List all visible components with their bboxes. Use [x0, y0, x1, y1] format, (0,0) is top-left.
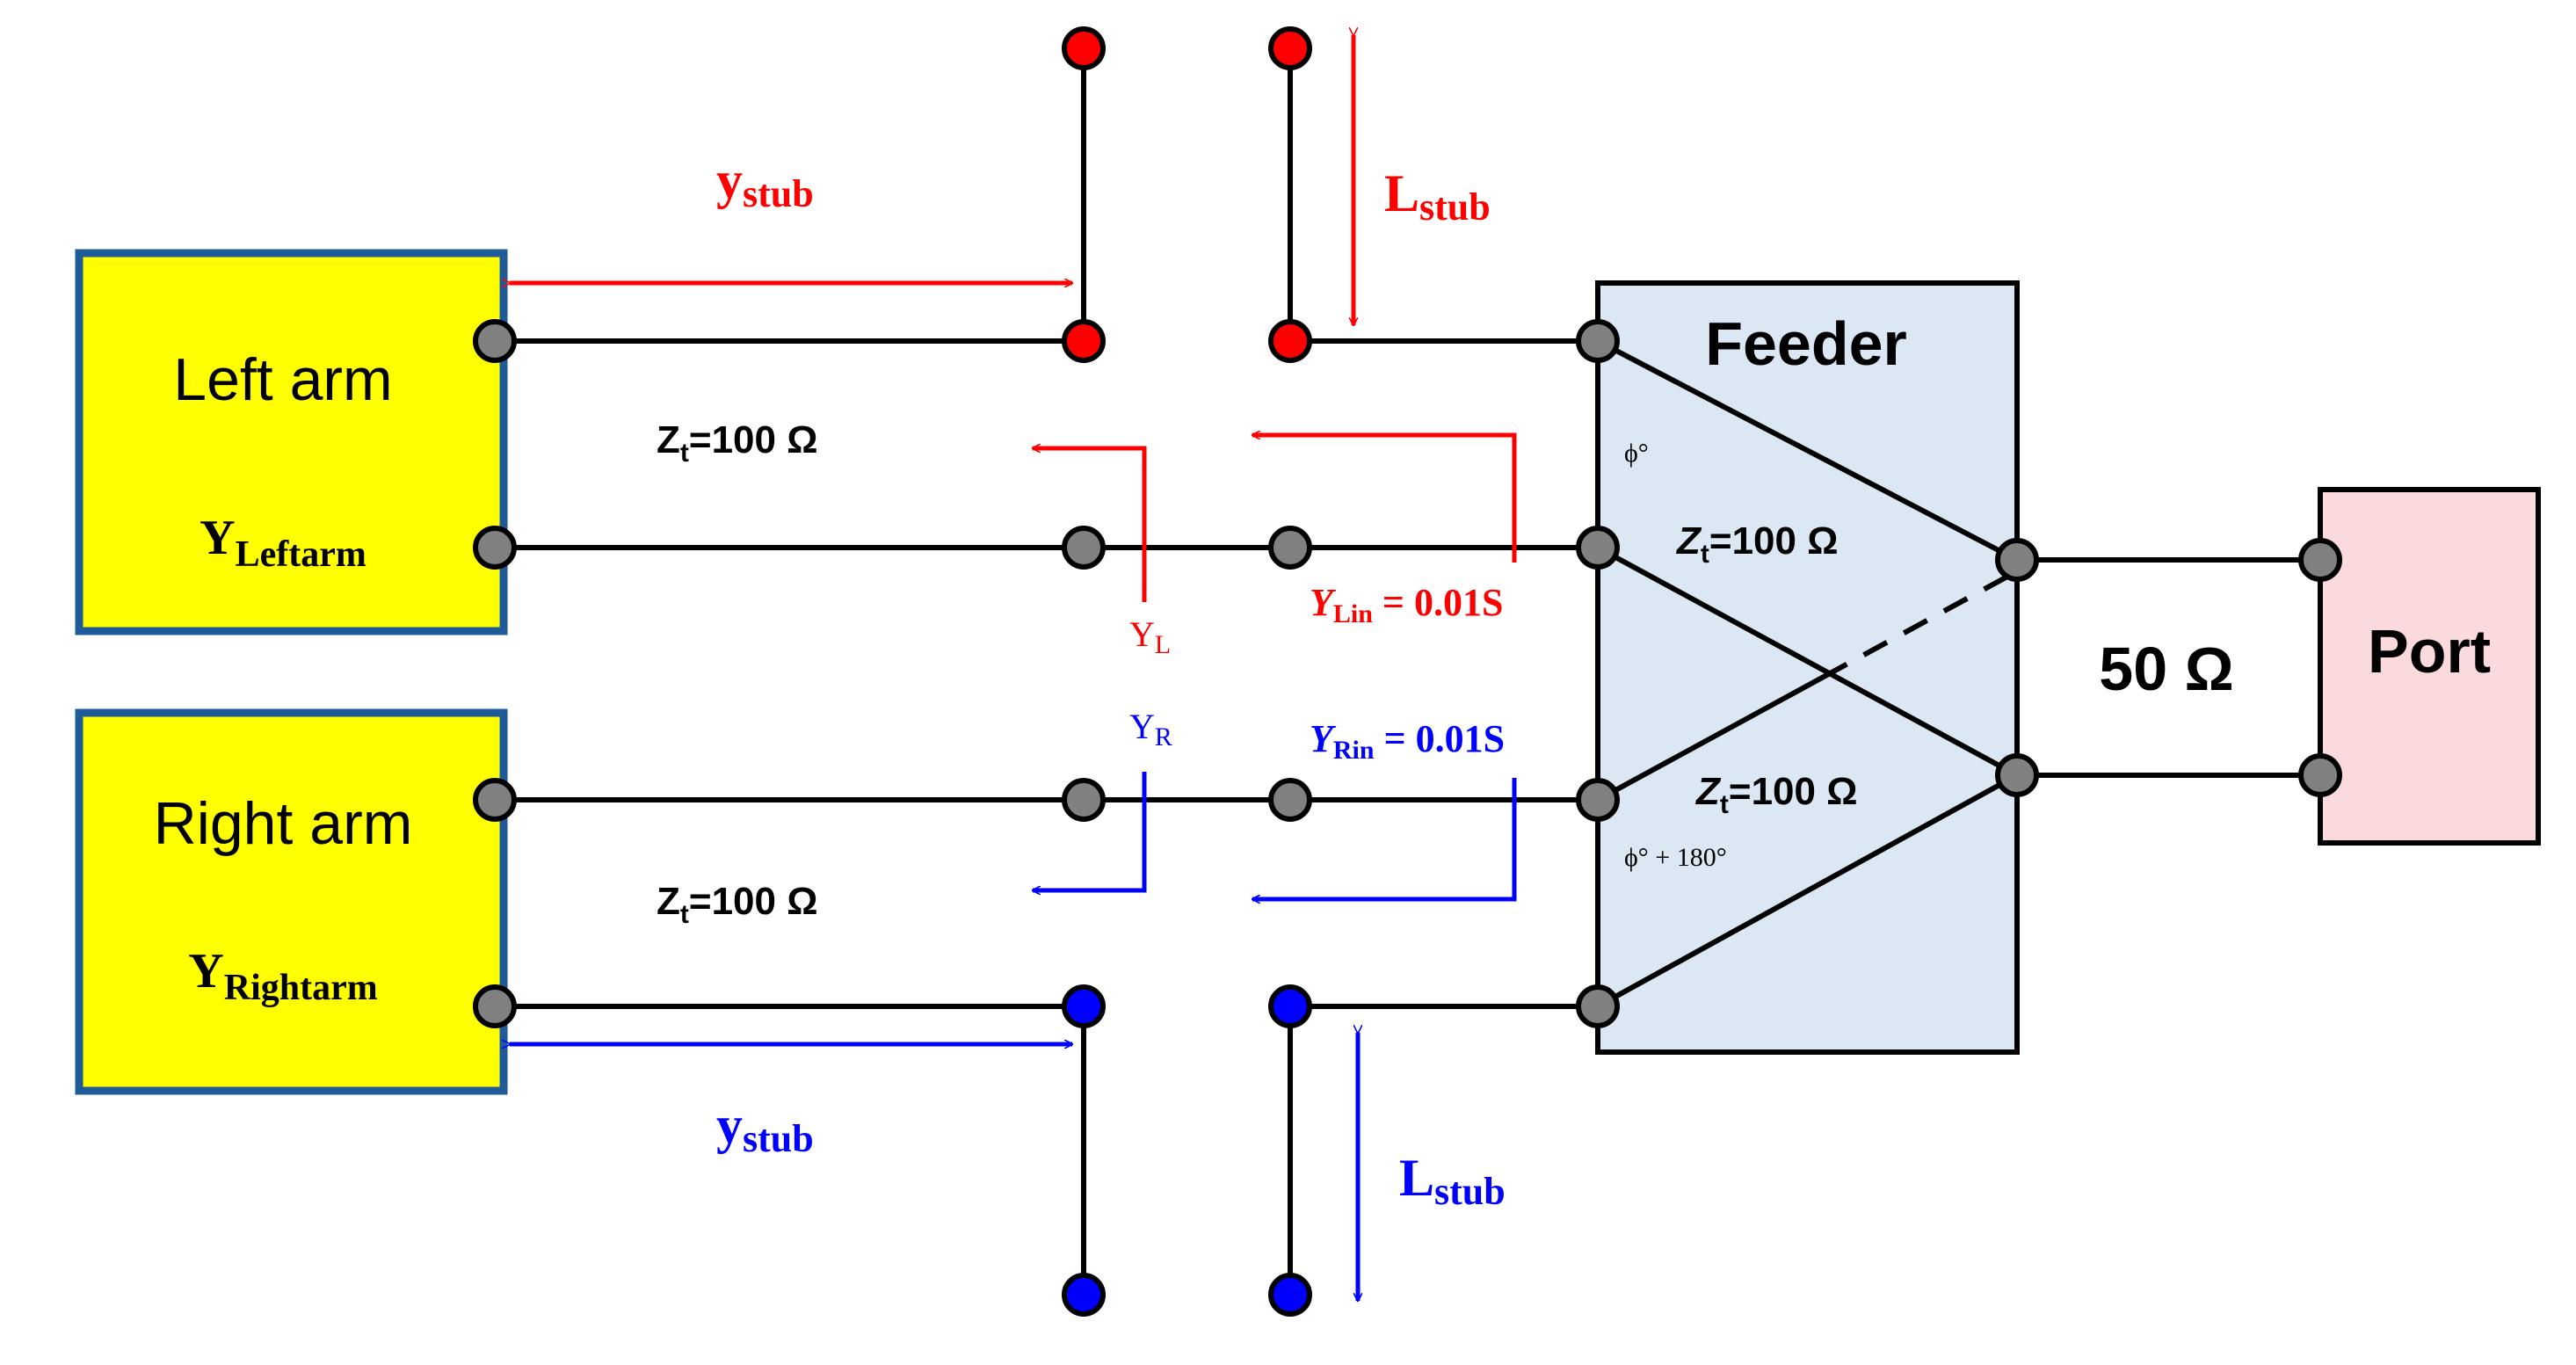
feeder-line-top-diagonal — [1596, 338, 2019, 563]
node-stub-bottom-right-end — [1268, 1273, 1312, 1317]
node-port-bottom — [2298, 753, 2342, 797]
left-arm-admittance-main: Y — [200, 511, 235, 565]
upper-line-impedance: Zt=100 Ω — [657, 418, 818, 468]
node-feeder-in-2 — [1576, 526, 1620, 570]
node-feeder-out-top — [1995, 538, 2039, 582]
lstub-bottom-label: Lstub — [1399, 1149, 1506, 1213]
ylin-label: YLin = 0.01S — [1310, 581, 1503, 628]
yr-label: YR — [1129, 707, 1172, 751]
left-arm-admittance: YLeftarm — [200, 511, 366, 575]
ylin-arrow — [1252, 435, 1517, 563]
node-stub-top-left-base — [1062, 319, 1106, 363]
feeder-box — [1595, 280, 2020, 1055]
right-arm-admittance-sub: Rightarm — [224, 968, 378, 1008]
right-arm-admittance: YRightarm — [188, 944, 377, 1008]
feeder-title: Feeder — [1705, 309, 1907, 378]
left-arm-admittance-sub: Leftarm — [236, 534, 366, 575]
node-left-arm-bottom — [473, 526, 517, 570]
yrin-label: YRin = 0.01S — [1310, 717, 1505, 765]
node-lower-mid-right — [1268, 778, 1312, 822]
right-arm-admittance-main: Y — [188, 944, 223, 998]
node-stub-top-right-end — [1268, 26, 1312, 70]
node-right-arm-bottom — [473, 984, 517, 1028]
feeder-bottom-impedance: Zt=100 Ω — [1694, 770, 1858, 819]
node-lower-mid-left — [1062, 778, 1106, 822]
node-feeder-out-bottom — [1995, 753, 2039, 797]
node-stub-top-right-base — [1268, 319, 1312, 363]
nodes — [473, 26, 2342, 1317]
lstub-top-label: Lstub — [1384, 164, 1491, 229]
feeder-line-bottom-diagonal — [1596, 773, 2019, 1009]
right-arm-box — [75, 708, 508, 1095]
node-stub-top-left-end — [1062, 26, 1106, 70]
feeder-line-lower-cross-dashed — [1822, 569, 2019, 679]
node-port-top — [2298, 538, 2342, 582]
port-title: Port — [2368, 617, 2491, 686]
node-feeder-in-1 — [1576, 319, 1620, 363]
feeder-line-upper-cross — [1596, 545, 2019, 778]
lower-line-impedance: Zt=100 Ω — [657, 880, 818, 929]
port-box — [2318, 487, 2541, 846]
feeder-phase-bottom: ϕ° + 180° — [1624, 843, 1727, 872]
left-arm-title: Left arm — [173, 346, 392, 413]
yl-label: YL — [1129, 614, 1171, 659]
node-stub-bottom-left-end — [1062, 1273, 1106, 1317]
ystub-top-label: ystub — [716, 151, 814, 215]
node-stub-bottom-right-base — [1268, 984, 1312, 1028]
ystub-bottom-label: ystub — [716, 1096, 814, 1160]
node-feeder-in-4 — [1576, 984, 1620, 1028]
wires — [495, 48, 2320, 1295]
node-upper-mid-right — [1268, 526, 1312, 570]
left-arm-box — [75, 249, 508, 635]
node-upper-mid-left — [1062, 526, 1106, 570]
top-annotation-arrows — [510, 35, 1517, 602]
feeder-top-impedance: Zt=100 Ω — [1675, 519, 1839, 569]
node-feeder-in-3 — [1576, 778, 1620, 822]
feeder-line-lower-cross-solid — [1596, 674, 1825, 802]
node-stub-bottom-left-base — [1062, 984, 1106, 1028]
node-right-arm-top — [473, 778, 517, 822]
right-arm-title: Right arm — [154, 790, 413, 857]
bottom-annotation-arrows — [510, 772, 1517, 1301]
yr-arrow — [1033, 772, 1147, 890]
feeder-phase-top: ϕ° — [1624, 439, 1649, 468]
node-left-arm-top — [473, 319, 517, 363]
yl-arrow — [1033, 448, 1147, 602]
port-line-impedance: 50 Ω — [2099, 635, 2233, 703]
yrin-arrow — [1252, 778, 1517, 899]
